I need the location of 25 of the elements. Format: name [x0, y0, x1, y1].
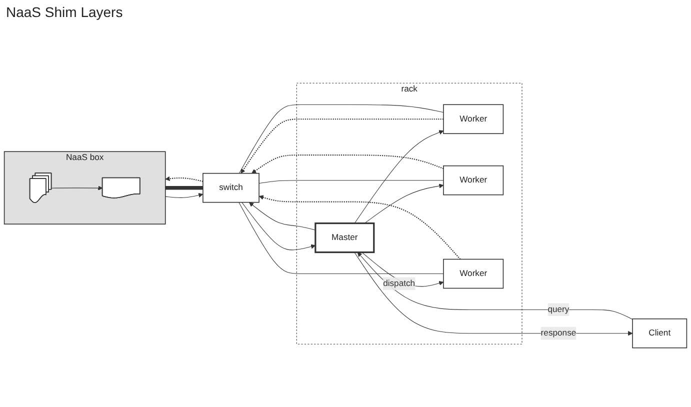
- node-box: Master: [314, 222, 375, 254]
- arrow: [165, 192, 204, 198]
- arrow: [258, 195, 461, 260]
- connector: [238, 104, 444, 174]
- arrow: [364, 184, 444, 224]
- node-box: Worker: [443, 104, 504, 134]
- arrow: [51, 186, 103, 190]
- connector: [165, 186, 203, 190]
- node-box: Client: [632, 318, 688, 348]
- edge-label: dispatch: [383, 278, 416, 288]
- connector: [258, 180, 444, 184]
- cluster: NaaS box: [4, 151, 166, 224]
- note-text: NaaS Shim Layers: [6, 4, 123, 20]
- node-box: switch: [202, 172, 260, 203]
- arrow: [165, 176, 204, 182]
- connector: [238, 202, 444, 274]
- edge-label: query: [548, 304, 570, 314]
- arrow: [252, 154, 444, 174]
- node-box: Worker: [443, 165, 504, 196]
- arrow: [248, 202, 316, 230]
- arrow: [242, 202, 316, 250]
- arrow: [354, 130, 444, 224]
- arrow: [240, 118, 444, 174]
- node-box: Worker: [443, 258, 504, 289]
- edge-label: response: [540, 328, 576, 338]
